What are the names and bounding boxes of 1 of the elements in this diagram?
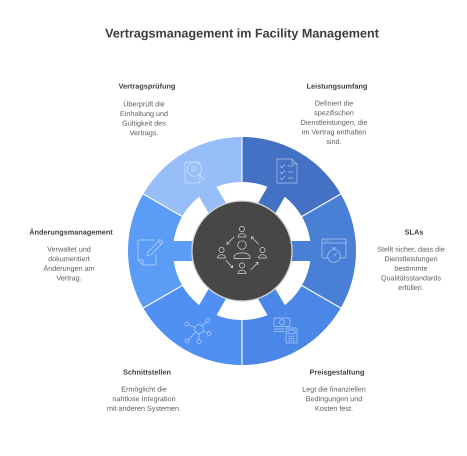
title: Vertragsmanagement im Facility Management bbox=[105, 28, 379, 40]
